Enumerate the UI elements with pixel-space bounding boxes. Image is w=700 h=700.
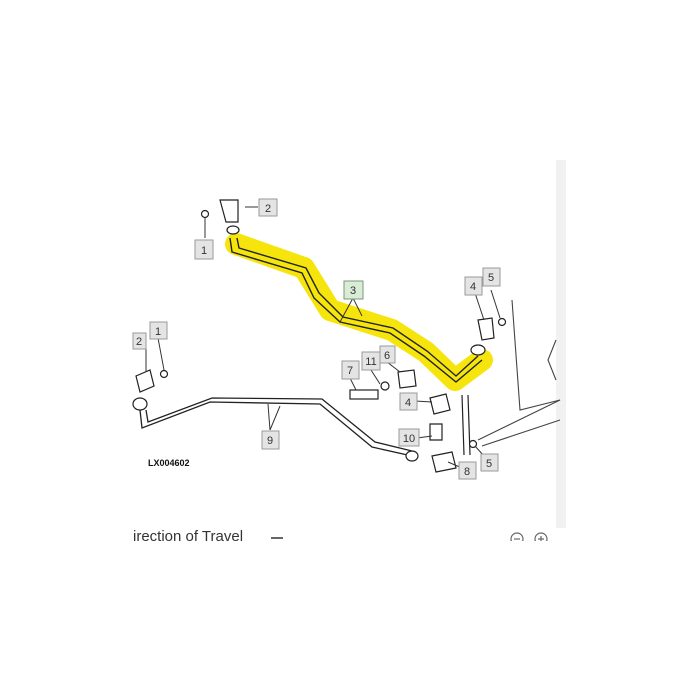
callout-2-top[interactable]: 2 <box>258 198 278 217</box>
nut-left <box>132 397 148 411</box>
nut-right <box>470 344 486 356</box>
o-ring-top <box>200 209 210 219</box>
callout-6[interactable]: 6 <box>379 345 396 364</box>
bolt-7 <box>349 389 379 400</box>
figure-id: LX004602 <box>148 458 190 468</box>
nut-top <box>226 225 240 235</box>
callout-label: 10 <box>403 433 415 445</box>
elbow-fitting-4-lower <box>429 393 451 415</box>
callout-label: 7 <box>347 365 353 377</box>
elbow-fitting-top <box>219 199 239 223</box>
elbow-fitting-right <box>477 317 495 341</box>
bottom-whitespace <box>0 541 700 700</box>
callout-label: 1 <box>201 245 207 257</box>
callout-label: 9 <box>267 435 273 447</box>
washer-11 <box>380 381 390 391</box>
callout-7[interactable]: 7 <box>341 360 360 380</box>
o-ring-left <box>159 369 169 379</box>
clamp-6 <box>397 369 417 389</box>
callout-label: 5 <box>486 458 492 470</box>
callout-label: 4 <box>470 281 476 293</box>
callout-label: 1 <box>155 326 161 338</box>
frame-lines <box>477 299 561 447</box>
callout-2-left[interactable]: 2 <box>132 332 147 350</box>
callout-5-lower[interactable]: 5 <box>480 453 499 472</box>
callout-3[interactable]: 3 <box>343 280 364 300</box>
caption-strip <box>133 528 566 540</box>
callout-label: 11 <box>365 356 376 368</box>
callout-label: 3 <box>350 285 356 297</box>
callout-label: 6 <box>384 350 390 362</box>
callout-4-right[interactable]: 4 <box>464 276 483 296</box>
o-ring-right <box>497 317 507 327</box>
callout-label: 2 <box>265 203 271 215</box>
callout-10[interactable]: 10 <box>398 428 420 447</box>
callout-1-left[interactable]: 1 <box>149 321 168 340</box>
hydraulic-line-9 <box>139 397 413 457</box>
fittings <box>132 199 507 473</box>
callout-11[interactable]: 11 <box>361 351 381 371</box>
callout-8[interactable]: 8 <box>458 461 477 480</box>
fitting-10 <box>429 423 443 441</box>
diagram-panel <box>133 160 566 538</box>
nut-9-end <box>405 450 419 462</box>
callout-4-lower[interactable]: 4 <box>399 392 418 411</box>
callout-label: 8 <box>464 466 470 478</box>
direction-caption: irection of Travel <box>133 528 243 545</box>
o-ring-5-lower <box>468 439 478 449</box>
callout-label: 2 <box>136 336 142 348</box>
callout-label: 4 <box>405 397 411 409</box>
callout-1-top[interactable]: 1 <box>194 239 214 260</box>
callout-5-right[interactable]: 5 <box>482 267 501 287</box>
callout-label: 5 <box>488 272 494 284</box>
panel-scrollbar[interactable] <box>556 160 566 538</box>
elbow-fitting-left <box>135 369 155 393</box>
fitting-8 <box>431 451 457 473</box>
callout-9[interactable]: 9 <box>261 430 280 450</box>
